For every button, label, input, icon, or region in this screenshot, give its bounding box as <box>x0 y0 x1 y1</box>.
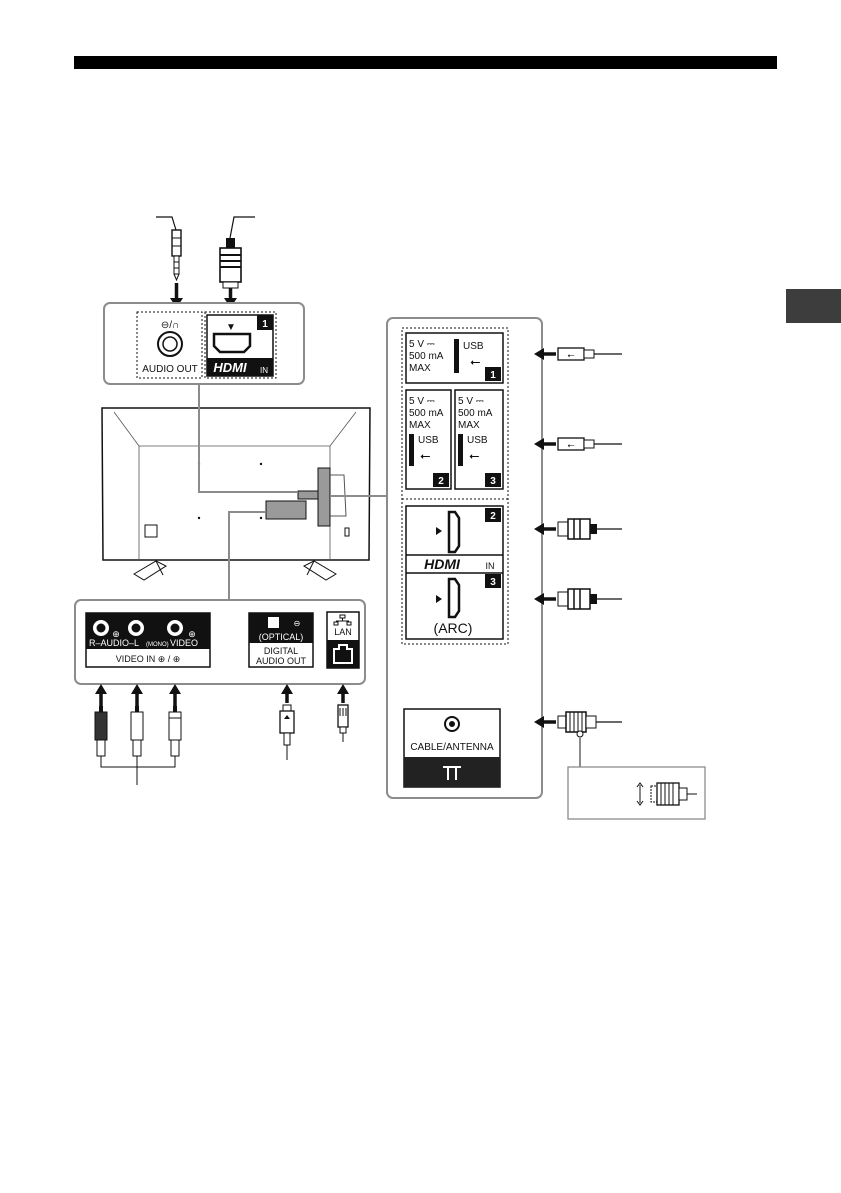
usb-1-port: 5 V ⎓ 500 mA MAX USB ⭠ 1 <box>406 333 503 383</box>
usb2-number: 2 <box>438 476 444 487</box>
usb3-rating-2: 500 mA <box>458 408 493 419</box>
top-port-panel: ⊖/∩ AUDIO OUT 1 ▼ HDMI IN <box>104 303 304 384</box>
hdmi-port-icon <box>214 334 250 352</box>
tv-rear-view <box>102 408 370 580</box>
coax-plug-icon <box>534 712 622 767</box>
av-audio-label: R–AUDIO–L <box>89 638 139 648</box>
hdmi-1-number: 1 <box>262 319 268 330</box>
audio-out-label: AUDIO OUT <box>142 364 198 375</box>
usb1-number: 1 <box>490 370 496 381</box>
rca-plug-icon <box>95 706 181 785</box>
usb-symbol-icon: ⭠ <box>470 354 480 369</box>
hdmi-1-arrow: ▼ <box>226 322 236 333</box>
coax-detail-inset <box>568 767 705 819</box>
lan-plug-icon <box>338 705 348 742</box>
usb-symbol-icon: ⭠ <box>469 448 479 463</box>
hdmi-in-suffix: IN <box>260 366 268 375</box>
av-group-label: VIDEO IN ⊕ / ⊕ <box>116 654 181 664</box>
output-symbol-icon: ⊖ <box>294 619 301 628</box>
headphone-cable-icon <box>156 217 183 308</box>
cable-antenna-port: CABLE/ANTENNA <box>404 709 500 787</box>
av-in-port: ⊕ ⊕ R–AUDIO–L (MONO) VIDEO VIDEO IN ⊕ / … <box>86 613 210 667</box>
usb3-rating-1: 5 V ⎓ <box>458 396 484 407</box>
lan-port: LAN <box>327 612 359 668</box>
hdmi-port-icon <box>449 512 459 552</box>
av-mono-label: (MONO) <box>146 642 169 648</box>
hdmi3-number: 3 <box>490 577 496 588</box>
hdmi-cable-icon <box>220 217 255 308</box>
arc-label: (ARC) <box>434 620 473 636</box>
hdmi-logo: HDMI <box>213 360 247 375</box>
usb1-rating-2: 500 mA <box>409 351 444 362</box>
hdmi-plug-icon <box>534 589 622 609</box>
usb2-rating-1: 5 V ⎓ <box>409 396 435 407</box>
hdmi2-suffix: IN <box>486 561 495 571</box>
usb-2-port: 5 V ⎓ 500 mA MAX USB ⭠ 2 <box>406 390 451 489</box>
usb-plug-icon: ⭠ <box>534 348 622 360</box>
hdmi2-logo: HDMI <box>424 556 461 572</box>
svg-text:⭠: ⭠ <box>567 440 574 450</box>
usb1-label: USB <box>463 341 484 352</box>
hdmi-in-1-port: 1 ▼ HDMI IN <box>207 315 273 376</box>
usb2-rating-3: MAX <box>409 420 431 431</box>
bottom-arrows <box>95 684 349 706</box>
hdmi2-number: 2 <box>490 511 496 522</box>
audio-out-label-2: AUDIO OUT <box>256 656 307 666</box>
usb3-rating-3: MAX <box>458 420 480 431</box>
hdmi-port-icon <box>449 579 459 617</box>
antenna-label: CABLE/ANTENNA <box>410 742 494 753</box>
right-port-panel: 5 V ⎓ 500 mA MAX USB ⭠ 1 5 V ⎓ 500 mA MA… <box>387 318 542 798</box>
optical-plug-icon <box>280 705 294 760</box>
bottom-port-panel: ⊕ ⊕ R–AUDIO–L (MONO) VIDEO VIDEO IN ⊕ / … <box>75 600 365 684</box>
usb-3-port: 5 V ⎓ 500 mA MAX USB ⭠ 3 <box>455 390 503 489</box>
digital-audio-out-port: ⊖ (OPTICAL) DIGITAL AUDIO OUT <box>249 613 313 667</box>
svg-text:⭠: ⭠ <box>567 350 574 360</box>
usb2-label: USB <box>418 435 439 446</box>
optical-label: (OPTICAL) <box>259 632 304 642</box>
usb-symbol-icon: ⭠ <box>420 448 430 463</box>
usb2-rating-2: 500 mA <box>409 408 444 419</box>
hdmi-plug-icon <box>534 519 622 539</box>
digital-label: DIGITAL <box>264 646 298 656</box>
usb1-rating-1: 5 V ⎓ <box>409 339 435 350</box>
lan-label: LAN <box>334 627 352 637</box>
usb3-label: USB <box>467 435 488 446</box>
headphone-symbol-icon: ⊖/∩ <box>161 320 179 331</box>
usb-plug-icon: ⭠ <box>534 438 622 450</box>
usb3-number: 3 <box>490 476 496 487</box>
usb1-rating-3: MAX <box>409 363 431 374</box>
av-video-label: VIDEO <box>170 638 198 648</box>
